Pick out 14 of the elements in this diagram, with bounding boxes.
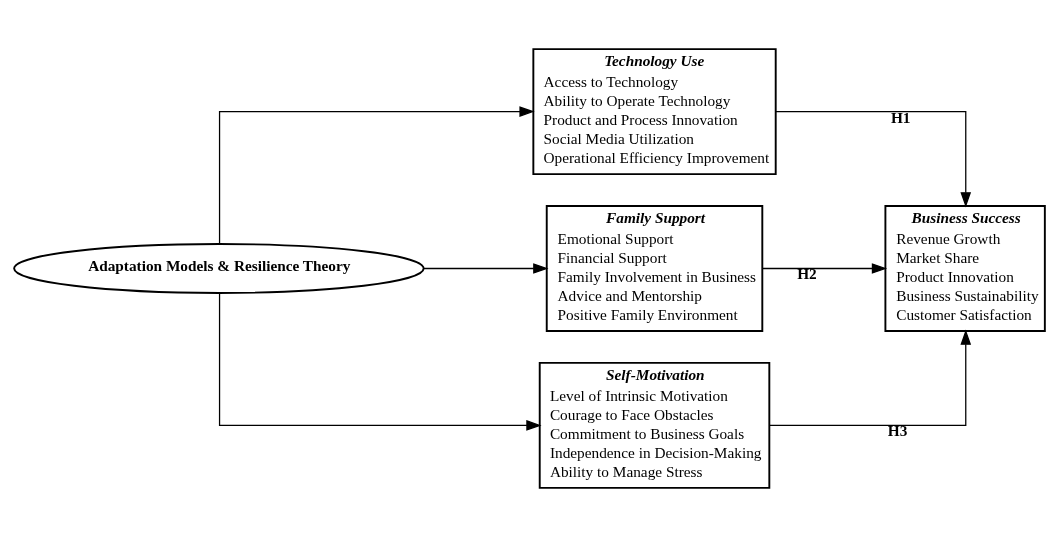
arrow (218, 105, 535, 245)
node-box: Technology Use Access to Technology Ability to Operate Technology Product and Process Innovation Social Media Utilization Operational Efficiency Improvement (532, 47, 777, 175)
arrow (775, 110, 972, 208)
node-box: Business Success Revenue Growth Market Share Product Innovation Business Sustainability Customer Satisfaction (884, 204, 1046, 332)
edge-label: H3 (887, 421, 908, 439)
node-box: Self-Motivation Level of Intrinsic Motivation Courage to Face Obstacles Commitment to Business Goals Independence in Decision-Making Ability to Manage Stress (538, 361, 771, 489)
edge-label: H1 (890, 108, 911, 126)
arrow (762, 262, 888, 274)
edge-label: H2 (797, 264, 817, 282)
arrow (423, 262, 549, 274)
arrow (218, 291, 542, 431)
node-box: Family Support Emotional Support Financial Support Family Involvement in Business Advice and Mentorship Positive Family Environment (545, 204, 764, 332)
arrow (768, 328, 972, 426)
node-ellipse: Adaptation Models & Resilience Theory (13, 242, 425, 294)
